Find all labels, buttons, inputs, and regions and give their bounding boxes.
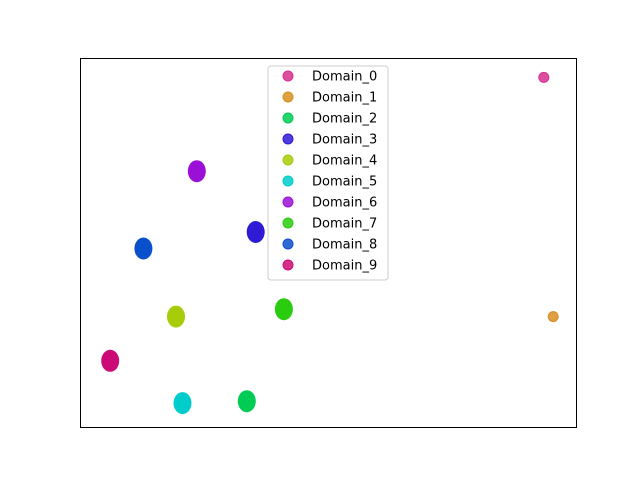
point-domain-6: [187, 160, 206, 183]
point-domain-3: [246, 221, 265, 243]
legend-marker-6: [282, 196, 294, 208]
legend-label-1: Domain_1: [312, 91, 377, 106]
point-domain-4: [167, 305, 185, 328]
point-domain-8: [134, 237, 153, 260]
point-domain-1: [547, 311, 559, 323]
data-marks: [101, 71, 559, 415]
legend-label-3: Domain_3: [312, 133, 377, 148]
legend-marker-9: [282, 259, 294, 271]
legend-label-7: Domain_7: [312, 217, 377, 232]
legend-marker-4: [282, 154, 294, 166]
legend-label-0: Domain_0: [312, 70, 377, 85]
legend-label-4: Domain_4: [312, 154, 377, 169]
legend-label-9: Domain_9: [312, 259, 377, 274]
point-domain-7: [274, 298, 293, 321]
legend: Domain_0Domain_1Domain_2Domain_3Domain_4…: [267, 65, 389, 281]
legend-label-5: Domain_5: [312, 175, 377, 190]
legend-marker-0: [282, 70, 294, 82]
point-domain-2: [237, 390, 256, 413]
legend-label-6: Domain_6: [312, 196, 377, 211]
legend-marker-1: [282, 91, 294, 103]
legend-marker-2: [282, 112, 294, 124]
point-domain-9: [101, 349, 120, 372]
legend-label-2: Domain_2: [312, 112, 377, 127]
legend-marker-3: [282, 133, 294, 145]
legend-marker-8: [282, 238, 294, 250]
point-domain-5: [173, 392, 192, 415]
legend-label-8: Domain_8: [312, 238, 377, 253]
legend-marker-7: [282, 217, 294, 229]
point-domain-0: [538, 71, 550, 83]
legend-frame: [267, 65, 389, 281]
legend-marker-5: [282, 175, 294, 187]
